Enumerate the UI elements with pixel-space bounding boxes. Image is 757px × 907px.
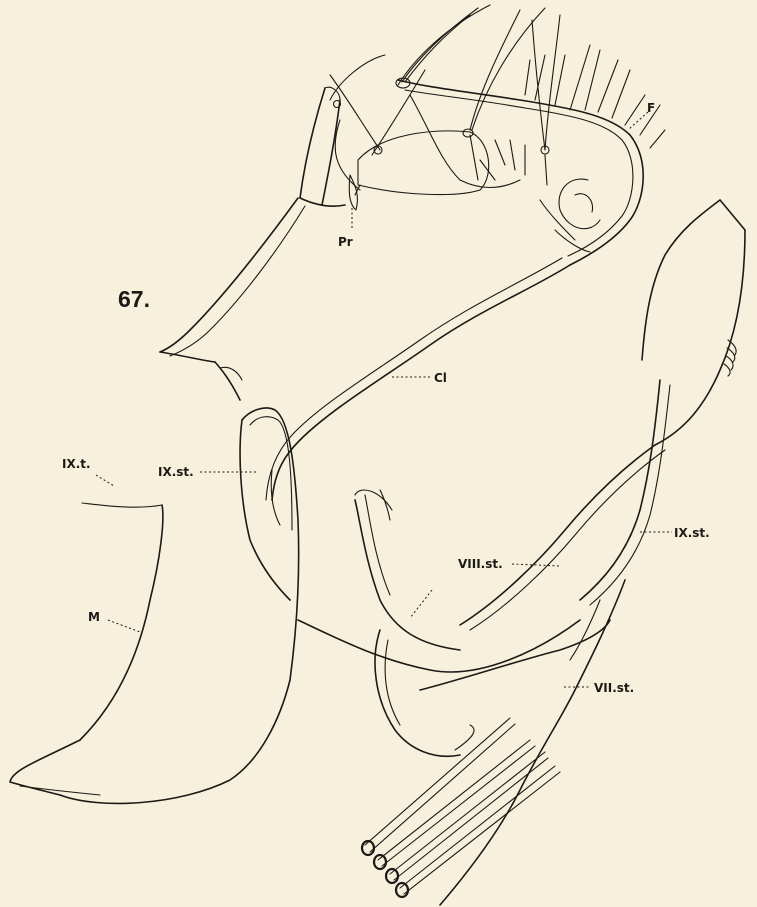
label-f: F <box>647 101 655 115</box>
sternite-rods <box>298 380 670 672</box>
label-ix-st-right: IX.st. <box>674 526 710 540</box>
main-body <box>160 198 570 500</box>
leader-lines <box>96 112 672 687</box>
label-ix-t: IX.t. <box>62 457 91 471</box>
label-pr: Pr <box>338 235 353 249</box>
label-cl: Cl <box>434 371 447 385</box>
ix-segment-left <box>10 408 299 803</box>
label-viii-st: VIII.st. <box>458 557 503 571</box>
label-ix-st-left: IX.st. <box>158 465 194 479</box>
bristle-bundle <box>362 718 560 897</box>
label-vii-st: VII.st. <box>594 681 634 695</box>
label-m: M <box>88 610 100 624</box>
figure-number: 67. <box>118 286 150 312</box>
